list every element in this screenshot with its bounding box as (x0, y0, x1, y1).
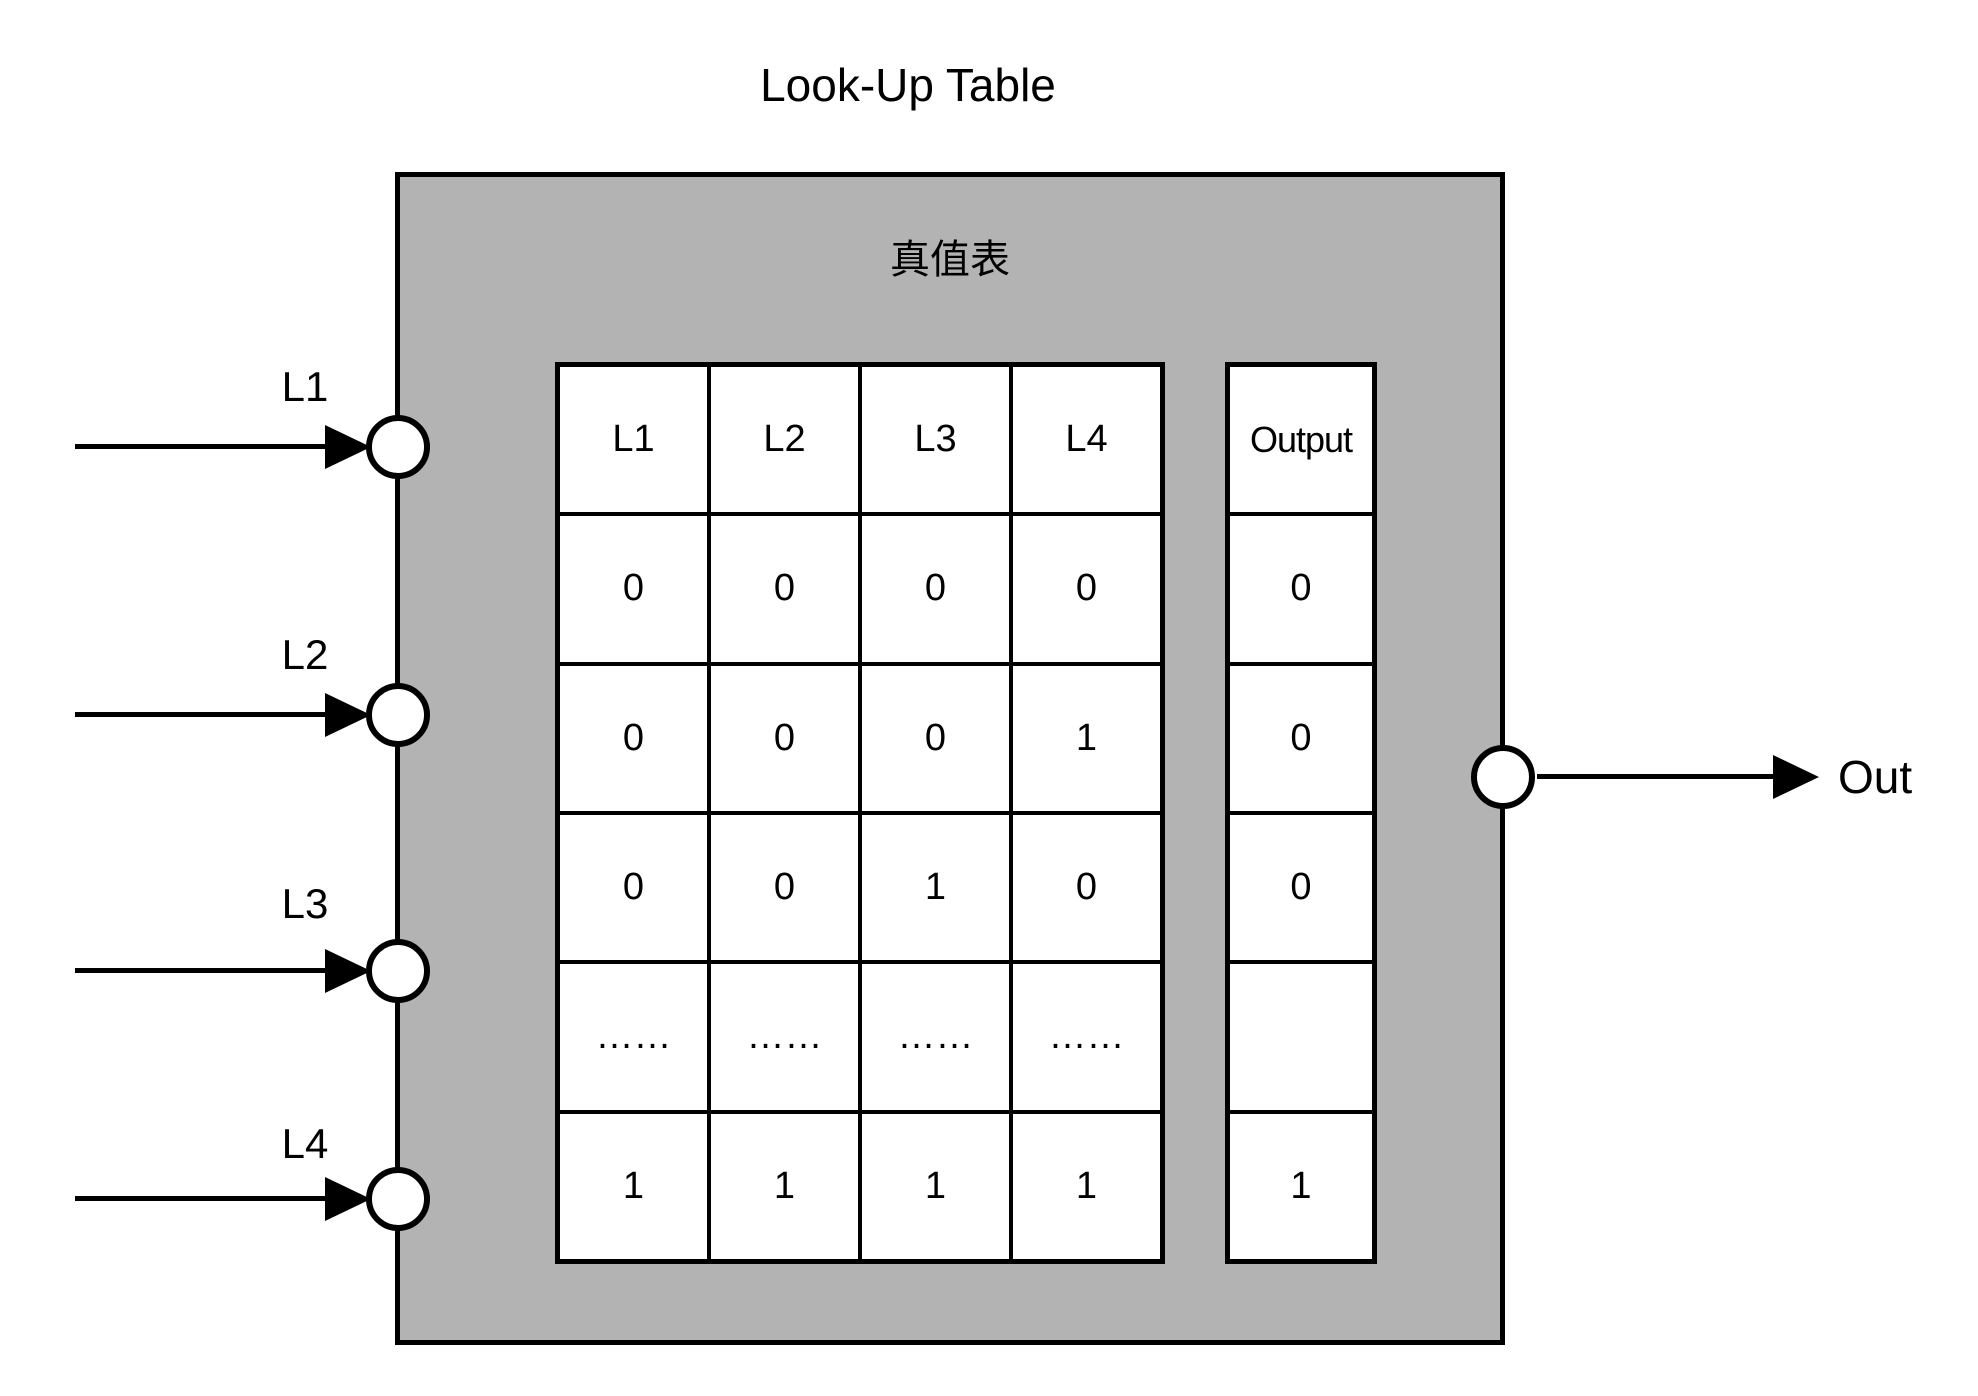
truth-table-cell: 0 (558, 514, 709, 664)
truth-table-cell: …… (860, 962, 1011, 1112)
truth-table-cell: 1 (709, 1111, 860, 1261)
input-arrowhead-icon-l2 (325, 693, 371, 737)
input-pin-l2 (366, 683, 430, 747)
truth-table-header-cell: L3 (860, 365, 1011, 515)
truth-table-cell: 0 (709, 812, 860, 963)
output-value-cell: 0 (1228, 514, 1374, 664)
truth-table-cell: 1 (1011, 1111, 1162, 1261)
input-wire-l2 (75, 712, 327, 717)
truth-table-cell: 0 (709, 514, 860, 664)
input-label-l4: L4 (281, 1120, 329, 1167)
input-label-l2: L2 (281, 631, 329, 678)
truth-table-header-cell: L1 (558, 365, 709, 515)
truth-table-cell: 1 (1011, 663, 1162, 813)
input-wire-l3 (75, 968, 327, 973)
truth-table-header-cell: L4 (1011, 365, 1162, 515)
output-label: Out (1838, 751, 1913, 803)
truth-table-cell: 1 (860, 1111, 1011, 1261)
output-wire (1537, 774, 1775, 779)
truth-table-title: 真值表 (890, 238, 1010, 282)
output-value-cell: 0 (1228, 812, 1374, 963)
input-label-l1: L1 (281, 363, 329, 410)
output-pin (1471, 745, 1535, 809)
truth-table-cell: 0 (860, 663, 1011, 813)
input-arrowhead-icon-l4 (325, 1177, 371, 1221)
output-value-cell: 0 (1228, 663, 1374, 813)
truth-table-cell: 0 (1011, 812, 1162, 963)
truth-table-header-cell: L2 (709, 365, 860, 515)
truth-table-cell: 1 (860, 812, 1011, 963)
input-wire-l1 (75, 444, 327, 449)
truth-table-cell: …… (558, 962, 709, 1112)
truth-table-cell: 0 (1011, 514, 1162, 664)
input-label-l3: L3 (281, 880, 329, 927)
input-wire-l4 (75, 1196, 327, 1201)
input-arrowhead-icon-l3 (325, 949, 371, 993)
truth-table-cell: 1 (558, 1111, 709, 1261)
output-value-cell: 1 (1228, 1111, 1374, 1261)
truth-table-cell: 0 (709, 663, 860, 813)
output-arrowhead-icon (1773, 755, 1819, 799)
output-header-cell: Output (1228, 365, 1374, 515)
truth-table-cell: 0 (558, 663, 709, 813)
truth-table-cell: …… (709, 962, 860, 1112)
input-pin-l4 (366, 1167, 430, 1231)
output-value-cell (1228, 962, 1374, 1112)
diagram-title: Look-Up Table (760, 59, 1056, 111)
truth-table-cell: …… (1011, 962, 1162, 1112)
input-pin-l3 (366, 939, 430, 1003)
input-arrowhead-icon-l1 (325, 425, 371, 469)
truth-table-cell: 0 (860, 514, 1011, 664)
truth-table-cell: 0 (558, 812, 709, 963)
input-pin-l1 (366, 415, 430, 479)
